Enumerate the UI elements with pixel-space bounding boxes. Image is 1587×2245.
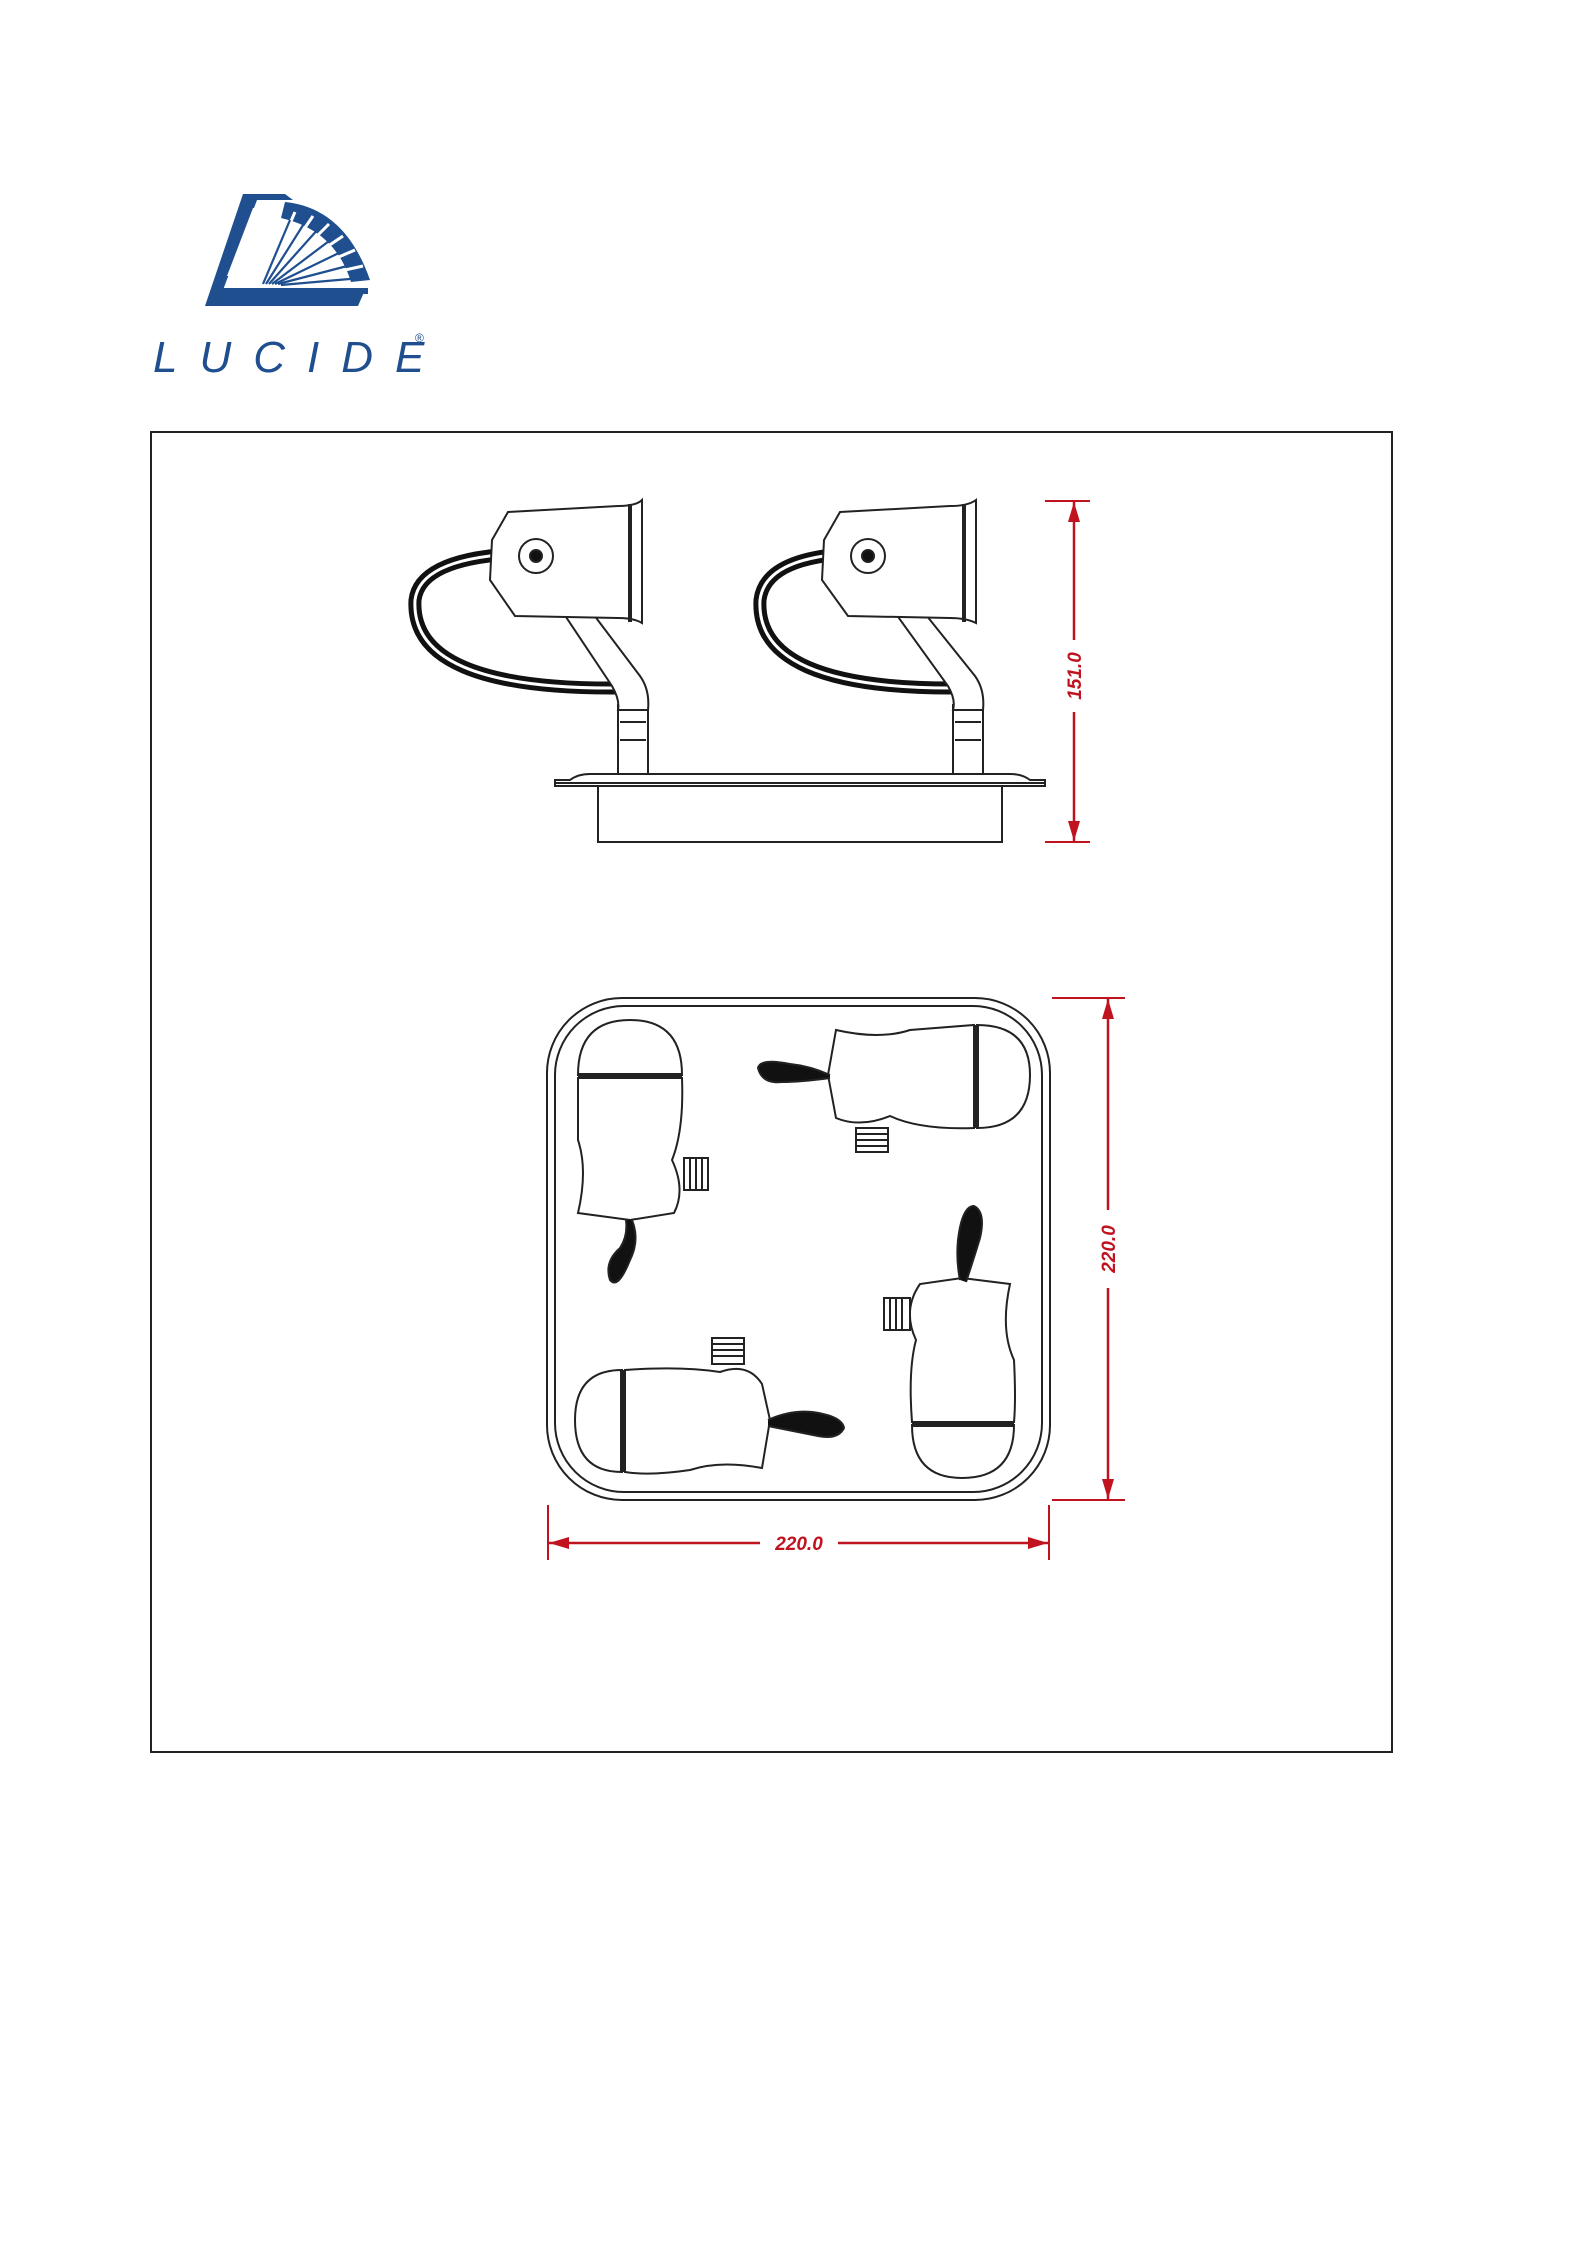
base-plate: [555, 774, 1045, 786]
base-box: [598, 786, 1002, 842]
width-label: 220.0: [774, 1534, 823, 1555]
width-dimension: 220.0: [548, 1505, 1049, 1560]
depth-label: 220.0: [1099, 1225, 1120, 1274]
top-view: [547, 998, 1050, 1500]
spot-left: [415, 500, 648, 774]
height-label: 151.0: [1065, 652, 1086, 700]
spot-right: [760, 500, 983, 774]
depth-dimension: 220.0: [1052, 998, 1125, 1500]
height-dimension: 151.0: [1045, 501, 1090, 842]
side-view: [415, 500, 1045, 842]
